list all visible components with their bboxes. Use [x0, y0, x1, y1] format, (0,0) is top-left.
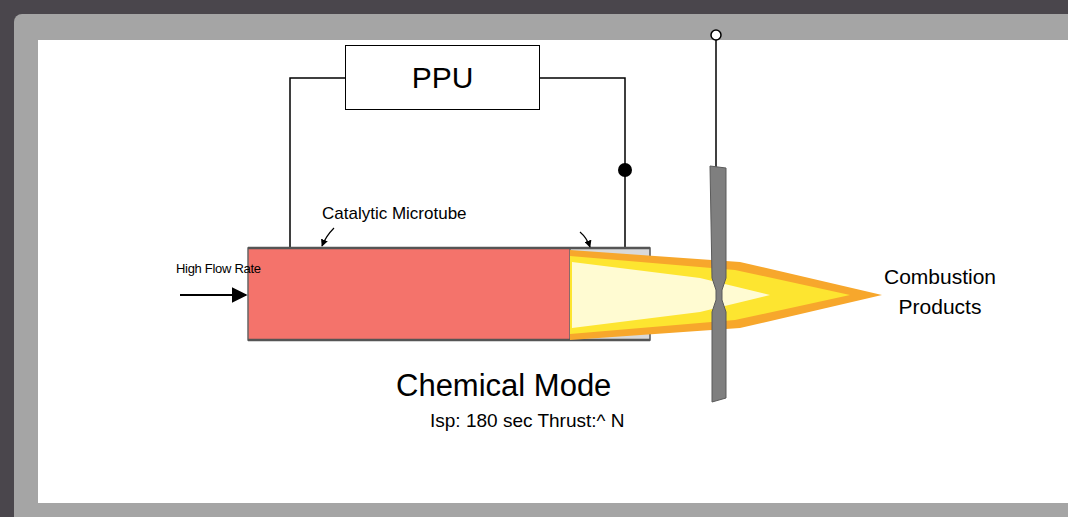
- tube-wall: [248, 339, 650, 342]
- flame-middle: [570, 256, 850, 334]
- power-wire: [540, 78, 625, 248]
- ppu-box: PPU: [345, 45, 540, 110]
- output-label: Combustion Products: [868, 262, 1012, 323]
- box-label: PPU: [412, 61, 474, 95]
- flame-core: [572, 262, 770, 328]
- flow-label: High Flow Rate: [176, 262, 261, 277]
- mode-title: Chemical Mode: [396, 368, 611, 404]
- part-label: Catalytic Microtube: [322, 204, 467, 224]
- leader-arrow: [322, 228, 334, 246]
- terminal: [711, 30, 721, 40]
- flow-arrow: [180, 294, 246, 296]
- leader-arrow: [580, 232, 590, 247]
- electrode-wire: [715, 40, 717, 168]
- wire-junction: [618, 163, 632, 177]
- tube-wall: [248, 247, 650, 250]
- performance-note: Isp: 180 sec Thrust:^ N: [430, 410, 624, 432]
- catalytic-microtube: [248, 248, 570, 340]
- electrode-plate: [710, 166, 726, 402]
